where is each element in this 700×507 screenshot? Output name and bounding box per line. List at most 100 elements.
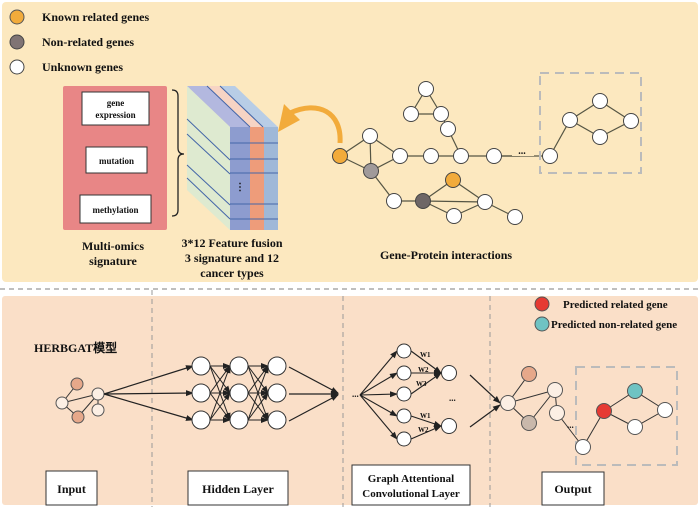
- output-graph: ...: [500, 366, 678, 466]
- red-node-icon: [534, 296, 550, 312]
- legend-label: Known related genes: [42, 10, 149, 24]
- output-node: [547, 382, 563, 398]
- output-node: [657, 402, 673, 418]
- input-node: [70, 377, 84, 391]
- gat-attention-edge: [410, 415, 442, 427]
- gat-edge: [359, 394, 398, 440]
- gat-attention-edge: [410, 350, 442, 374]
- cube-side: [187, 86, 230, 230]
- curved-arrow-icon: [278, 104, 343, 144]
- model-title: HERBGAT模型: [34, 340, 117, 355]
- hidden-neuron: [267, 383, 287, 403]
- non-related-node: [415, 193, 431, 209]
- unknown-node: [542, 148, 558, 164]
- gat-label-box: [351, 464, 471, 506]
- gat-label-2: Convolutional Layer: [362, 488, 460, 500]
- legend-label: Predicted related gene: [563, 299, 668, 311]
- unknown-node: [507, 209, 523, 225]
- known-related-node: [445, 172, 461, 188]
- gene-expression-label-1: gene: [107, 98, 125, 108]
- input-node: [91, 403, 105, 417]
- gat-edge: [359, 372, 398, 396]
- hidden-layer-network: [191, 356, 287, 430]
- mutation-box: [85, 146, 148, 174]
- prediction-legend: Predicted related gene Predicted non-rel…: [534, 296, 677, 332]
- cube-dots: ⋮: [235, 182, 245, 193]
- weight-label: W1: [420, 351, 431, 359]
- hidden-edge: [209, 392, 231, 421]
- unknown-node: [446, 208, 462, 224]
- unknown-node: [433, 106, 449, 122]
- gat-aggregate-node: [441, 365, 457, 381]
- hidden-edge: [247, 365, 269, 421]
- omics-caption-1: Multi-omics: [82, 239, 144, 253]
- gat-neighbor-node: [396, 431, 412, 447]
- bottom-panel: HERBGAT模型 Predicted related gene Predict…: [2, 290, 698, 507]
- unknown-node: [386, 193, 402, 209]
- ellipsis-gap: [512, 146, 534, 156]
- hidden-layer-label-box: [187, 470, 289, 506]
- weight-label: W3: [416, 380, 427, 388]
- known-related-node: [332, 148, 348, 164]
- hidden-neuron: [267, 356, 287, 376]
- white-node-icon: [9, 59, 25, 75]
- legend-known-related: Known related genes: [9, 9, 149, 25]
- hidden-neuron: [229, 383, 249, 403]
- bottom-panel-background: [2, 296, 698, 505]
- unknown-node: [562, 112, 578, 128]
- gene-protein-network: ...: [332, 72, 642, 262]
- output-node: [549, 405, 565, 421]
- gene-expression-label-2: expression: [95, 110, 135, 120]
- cube-front-col-3: [264, 127, 278, 230]
- unknown-node: [623, 113, 639, 129]
- output-dashed-box: [575, 366, 678, 466]
- gat-edge: [359, 350, 398, 396]
- network-caption: Gene-Protein interactions: [380, 248, 512, 262]
- hidden-neuron: [191, 356, 211, 376]
- gat-label-1: Graph Attentional: [368, 473, 454, 485]
- hidden-neuron: [191, 383, 211, 403]
- gat-edge: [359, 391, 398, 398]
- network-nodes: [332, 81, 639, 225]
- non-related-node: [363, 163, 379, 179]
- gat-edge: [359, 394, 398, 417]
- unknown-node: [423, 148, 439, 164]
- teal-node-icon: [534, 316, 550, 332]
- predicted-non-related-node: [627, 383, 643, 399]
- gat-attention-edge: [410, 425, 442, 440]
- input-arrows: [103, 365, 194, 421]
- output-label: Output: [554, 482, 591, 496]
- top-panel: Known related genes Non-related genes Un…: [2, 2, 698, 282]
- hidden-neuron: [267, 410, 287, 430]
- weight-label: W2: [418, 426, 429, 434]
- input-node: [91, 387, 105, 401]
- unknown-node: [440, 121, 456, 137]
- hidden-output-arrows: [288, 366, 339, 422]
- network-ellipsis: ...: [518, 146, 526, 157]
- legend-label: Predicted non-related gene: [551, 319, 677, 331]
- gat-neighbor-node: [396, 365, 412, 381]
- top-panel-background: [2, 2, 698, 282]
- weight-label: W2: [418, 366, 429, 374]
- unknown-node: [477, 194, 493, 210]
- input-label: Input: [57, 482, 86, 496]
- input-node: [55, 396, 69, 410]
- cube-front-col-2: [250, 127, 264, 230]
- gat-neighbor-node: [396, 408, 412, 424]
- gat-neighbor-node: [396, 386, 412, 402]
- gat-neighbor-node: [396, 343, 412, 359]
- input-node: [71, 410, 85, 424]
- weight-label: W1: [420, 412, 431, 420]
- unknown-node: [403, 106, 419, 122]
- stage-dividers: [151, 290, 491, 507]
- unknown-node: [453, 148, 469, 164]
- output-ellipsis: ...: [567, 420, 574, 430]
- fusion-caption-1: 3*12 Feature fusion: [181, 236, 282, 250]
- orange-node-icon: [9, 9, 25, 25]
- cube-top-peach: [207, 86, 263, 127]
- output-node: [521, 366, 537, 382]
- hidden-neuron: [229, 356, 249, 376]
- output-node: [521, 415, 537, 431]
- curly-brace: [171, 89, 185, 217]
